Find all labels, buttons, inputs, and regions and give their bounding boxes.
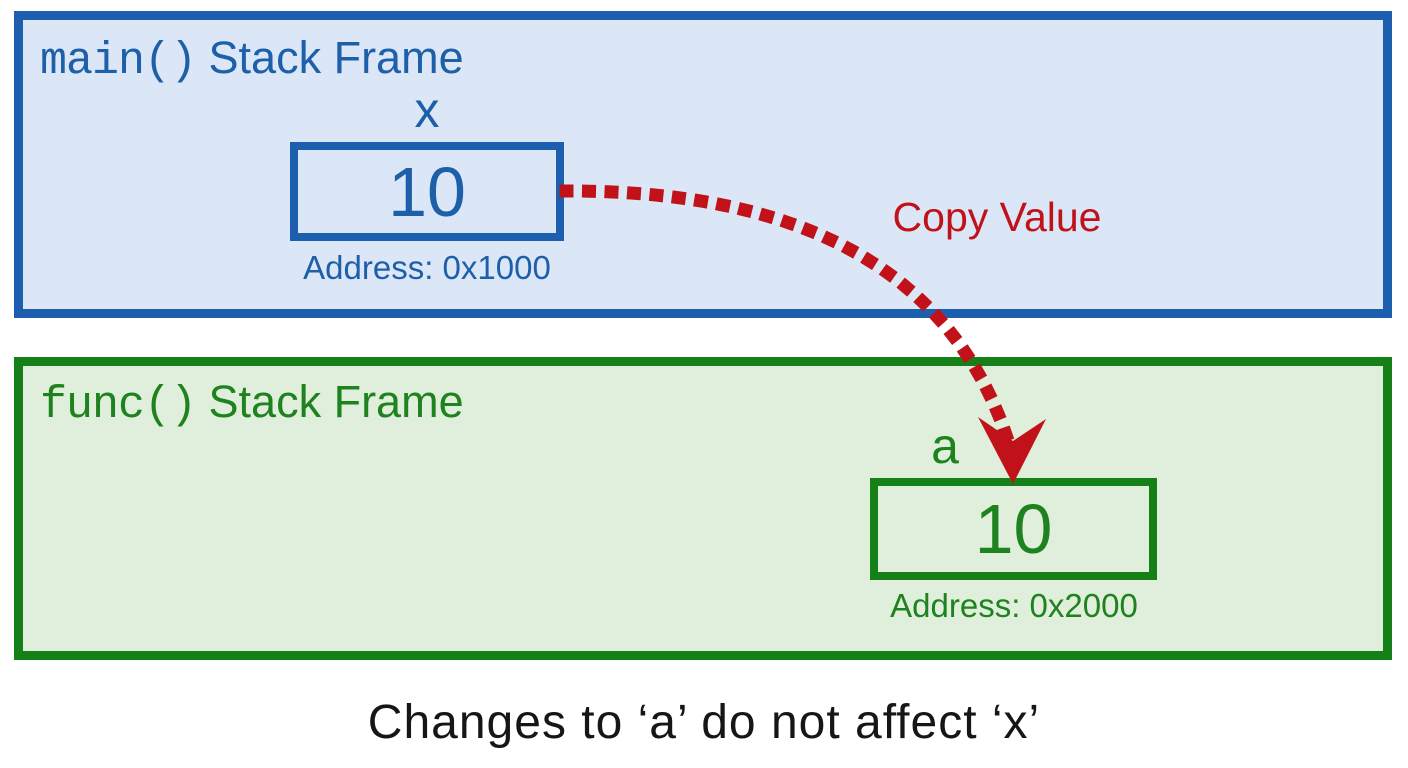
variable-value-x: 10	[388, 152, 466, 231]
variable-name-x: x	[414, 82, 440, 138]
copy-value-label: Copy Value	[892, 194, 1102, 240]
function-name-main: main()	[40, 36, 197, 87]
variable-name-a: a	[931, 418, 959, 474]
address-label-a: Address: 0x2000	[890, 587, 1138, 624]
stack-frame-main-title-rest: Stack Frame	[196, 32, 464, 83]
caption: Changes to ‘a’ do not affect ‘x’	[367, 696, 1041, 749]
variable-value-a: 10	[974, 490, 1053, 568]
stack-frame-func-title-rest: Stack Frame	[196, 376, 464, 427]
address-label-x: Address: 0x1000	[303, 249, 551, 286]
variable-box-a: 10	[870, 478, 1157, 580]
stack-frame-main-title: main() Stack Frame	[40, 32, 464, 88]
variable-box-x: 10	[290, 142, 564, 241]
stack-frame-func-title: func() Stack Frame	[40, 376, 464, 432]
function-name-func: func()	[40, 380, 197, 431]
